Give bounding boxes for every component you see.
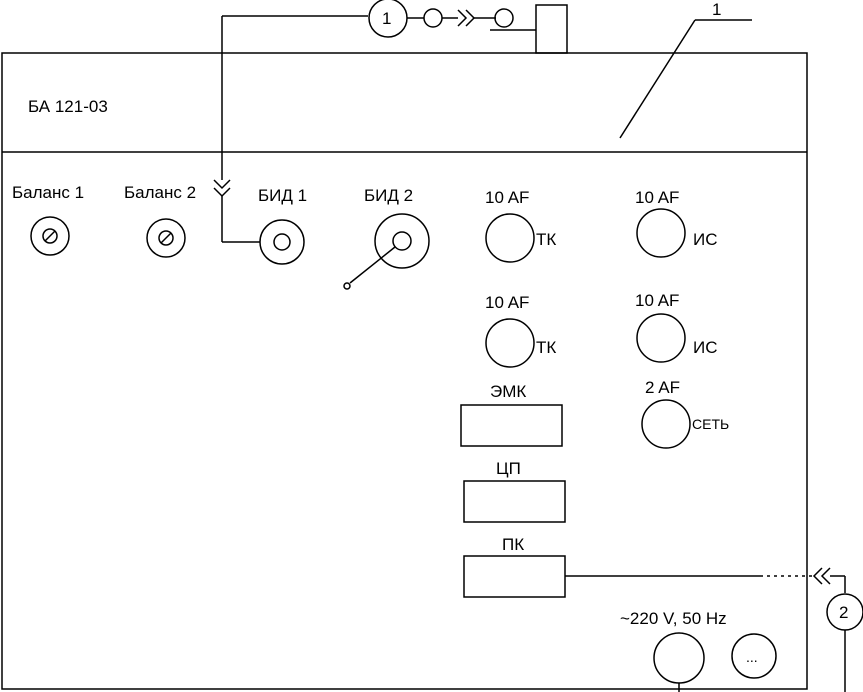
bid1-socket-inner — [273, 233, 291, 251]
fuse1-rating: 10 AF — [485, 188, 529, 207]
emk-module[interactable] — [460, 404, 563, 447]
bid2-socket-inner — [392, 231, 412, 251]
cable1-coupling-icon — [457, 9, 476, 27]
fuse5-rating: 2 AF — [645, 378, 680, 397]
top-connector-block — [535, 4, 568, 54]
balance2-screw-icon — [158, 230, 174, 246]
bid2-cap-ring-icon — [343, 282, 351, 290]
cable1-label: 1 — [382, 9, 391, 28]
balance2-knob[interactable] — [146, 218, 186, 258]
fuse4-rating: 10 AF — [635, 291, 679, 310]
pk-module[interactable] — [463, 555, 566, 598]
emk-label: ЭМК — [490, 382, 526, 401]
fuse2-tag: ИС — [693, 230, 718, 249]
callout-number: 1 — [712, 0, 721, 19]
bid2-socket[interactable] — [374, 213, 430, 269]
callout-leader — [619, 19, 696, 139]
fuse1-holder[interactable] — [485, 213, 535, 263]
fuse4-holder[interactable] — [636, 313, 686, 363]
power-switch[interactable] — [731, 633, 777, 679]
fuse5-tag: СЕТЬ — [692, 416, 729, 432]
fuse3-holder[interactable] — [485, 318, 535, 368]
balance2-label: Баланс 2 — [124, 183, 196, 202]
cable1-plug-left-icon — [423, 8, 443, 28]
balance1-label: Баланс 1 — [12, 183, 84, 202]
cp-label: ЦП — [496, 459, 521, 478]
panel-frame — [1, 52, 808, 690]
fuse2-rating: 10 AF — [635, 188, 679, 207]
balance1-slot — [44, 230, 56, 242]
bid2-label: БИД 2 — [364, 186, 413, 205]
fuse4-tag: ИС — [693, 338, 718, 357]
cp-module[interactable] — [463, 480, 566, 523]
power-inlet[interactable] — [653, 632, 705, 684]
bid1-socket[interactable] — [259, 219, 305, 265]
cable2-label: 2 — [839, 603, 848, 622]
fuse3-rating: 10 AF — [485, 293, 529, 312]
pk-label: ПК — [502, 535, 524, 554]
power-switch-mark: ... — [746, 649, 758, 665]
balance1-knob[interactable] — [30, 216, 70, 256]
bid2-cap-chain — [349, 246, 396, 284]
fuse1-tag: ТК — [536, 230, 556, 249]
balance2-slot — [160, 232, 172, 244]
power-label: ~220 V, 50 Hz — [620, 609, 727, 628]
fuse3-tag: ТК — [536, 338, 556, 357]
cable1-plug-right-icon — [494, 8, 514, 28]
cable1-connector-icon — [213, 179, 231, 198]
bid1-label: БИД 1 — [258, 186, 307, 205]
balance1-screw-icon — [42, 228, 58, 244]
fuse2-holder[interactable] — [636, 208, 686, 258]
cable2-connector-icon — [812, 567, 831, 585]
fuse5-holder[interactable] — [641, 399, 691, 449]
model-label: БА 121-03 — [28, 97, 108, 116]
